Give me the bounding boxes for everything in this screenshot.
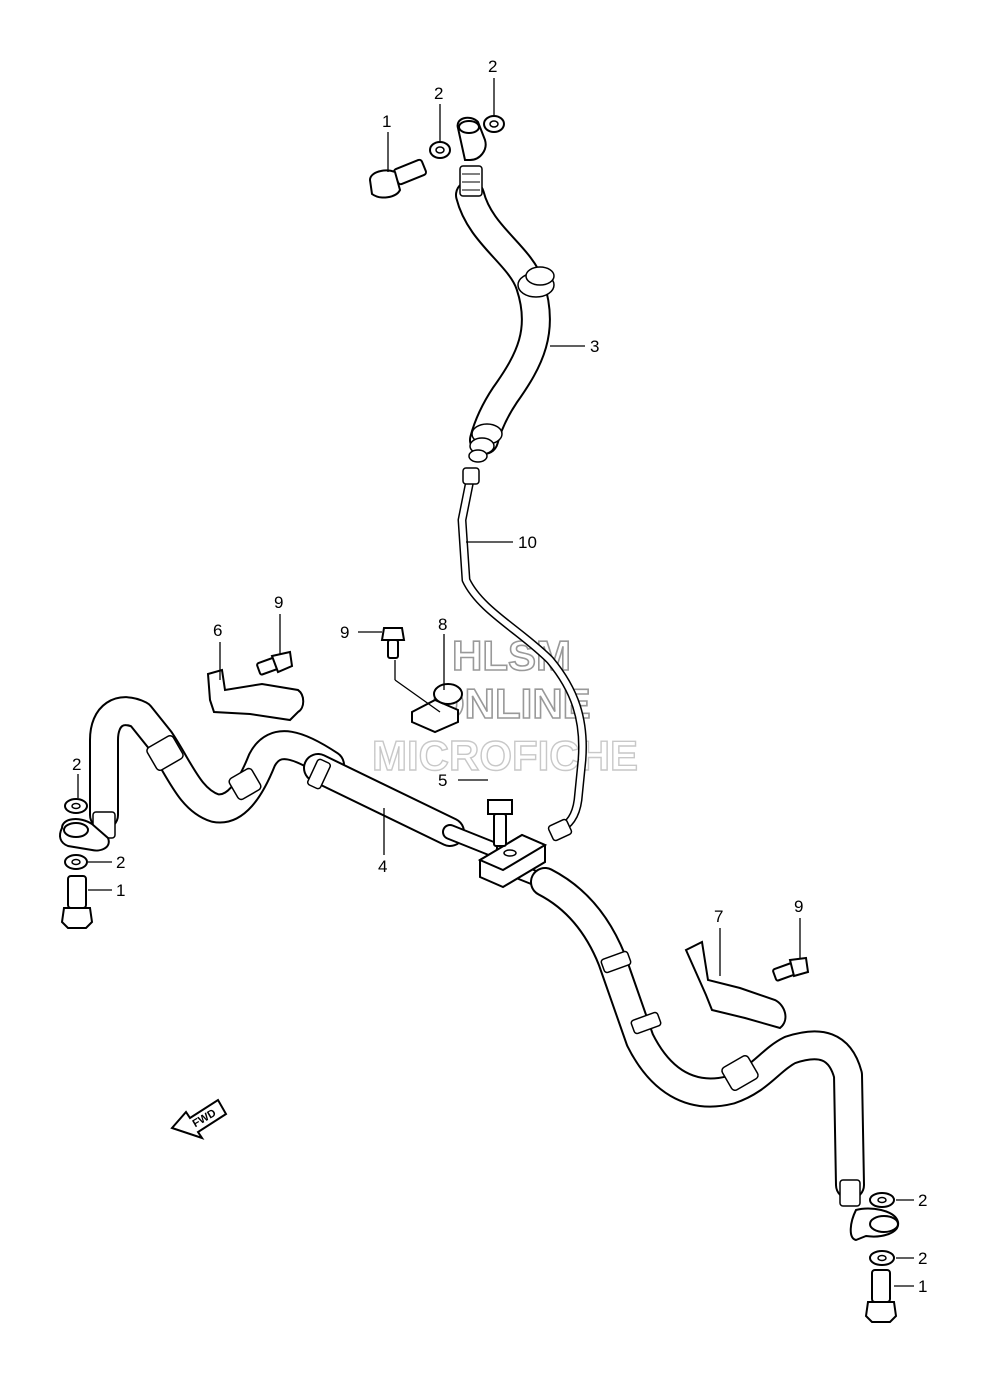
callout-part-2-left-b: 2 bbox=[116, 853, 125, 872]
callout-part-4: 4 bbox=[378, 857, 387, 876]
washer-right-1 bbox=[869, 1192, 895, 1208]
bracket-7[interactable] bbox=[684, 940, 787, 1030]
callout-part-2-top-a: 2 bbox=[434, 84, 443, 103]
callout-part-3: 3 bbox=[590, 337, 599, 356]
watermark: HLSM ONLINE MICROFICHE bbox=[371, 631, 638, 780]
union-bolt-left[interactable] bbox=[60, 875, 94, 929]
upper-brake-hose[interactable] bbox=[455, 116, 555, 463]
washer-left-1 bbox=[64, 798, 88, 814]
callout-part-7: 7 bbox=[714, 907, 723, 926]
callout-part-6: 6 bbox=[213, 621, 222, 640]
washer-top-1 bbox=[429, 141, 451, 159]
bolt-9-right[interactable] bbox=[772, 956, 810, 982]
callout-part-1-left: 1 bbox=[116, 881, 125, 900]
watermark-line-1: HLSM bbox=[452, 632, 571, 679]
callout-part-2-left-a: 2 bbox=[72, 755, 81, 774]
watermark-line-3: MICROFICHE bbox=[372, 732, 638, 779]
forward-direction-arrow: FWD bbox=[170, 1098, 228, 1140]
callout-part-2-top-b: 2 bbox=[488, 57, 497, 76]
callout-part-10: 10 bbox=[518, 533, 537, 552]
callouts: 1 2 2 3 10 6 9 9 8 2 2 1 bbox=[72, 57, 927, 1296]
union-bolt-right[interactable] bbox=[864, 1269, 898, 1323]
callout-part-9-middle: 9 bbox=[340, 623, 349, 642]
clamp-8[interactable] bbox=[411, 683, 463, 734]
front-brake-hose-assembly[interactable] bbox=[59, 696, 900, 1242]
bolt-9-middle[interactable] bbox=[380, 627, 406, 659]
washer-top-2 bbox=[483, 115, 505, 133]
callout-part-2-right-b: 2 bbox=[918, 1249, 927, 1268]
callout-part-1-right: 1 bbox=[918, 1277, 927, 1296]
callout-part-8: 8 bbox=[438, 615, 447, 634]
callout-part-9-right: 9 bbox=[794, 897, 803, 916]
bolt-5[interactable] bbox=[487, 799, 513, 847]
callout-part-1-top: 1 bbox=[382, 112, 391, 131]
bracket-6[interactable] bbox=[206, 668, 305, 722]
callout-part-2-right-a: 2 bbox=[918, 1191, 927, 1210]
washer-right-2 bbox=[869, 1250, 895, 1266]
bolt-9-left[interactable] bbox=[256, 650, 294, 676]
callout-part-5: 5 bbox=[438, 771, 447, 790]
callout-part-9-left: 9 bbox=[274, 593, 283, 612]
union-bolt-top[interactable] bbox=[368, 158, 427, 199]
metal-brake-pipe[interactable] bbox=[457, 467, 587, 842]
washer-left-2 bbox=[64, 854, 88, 870]
